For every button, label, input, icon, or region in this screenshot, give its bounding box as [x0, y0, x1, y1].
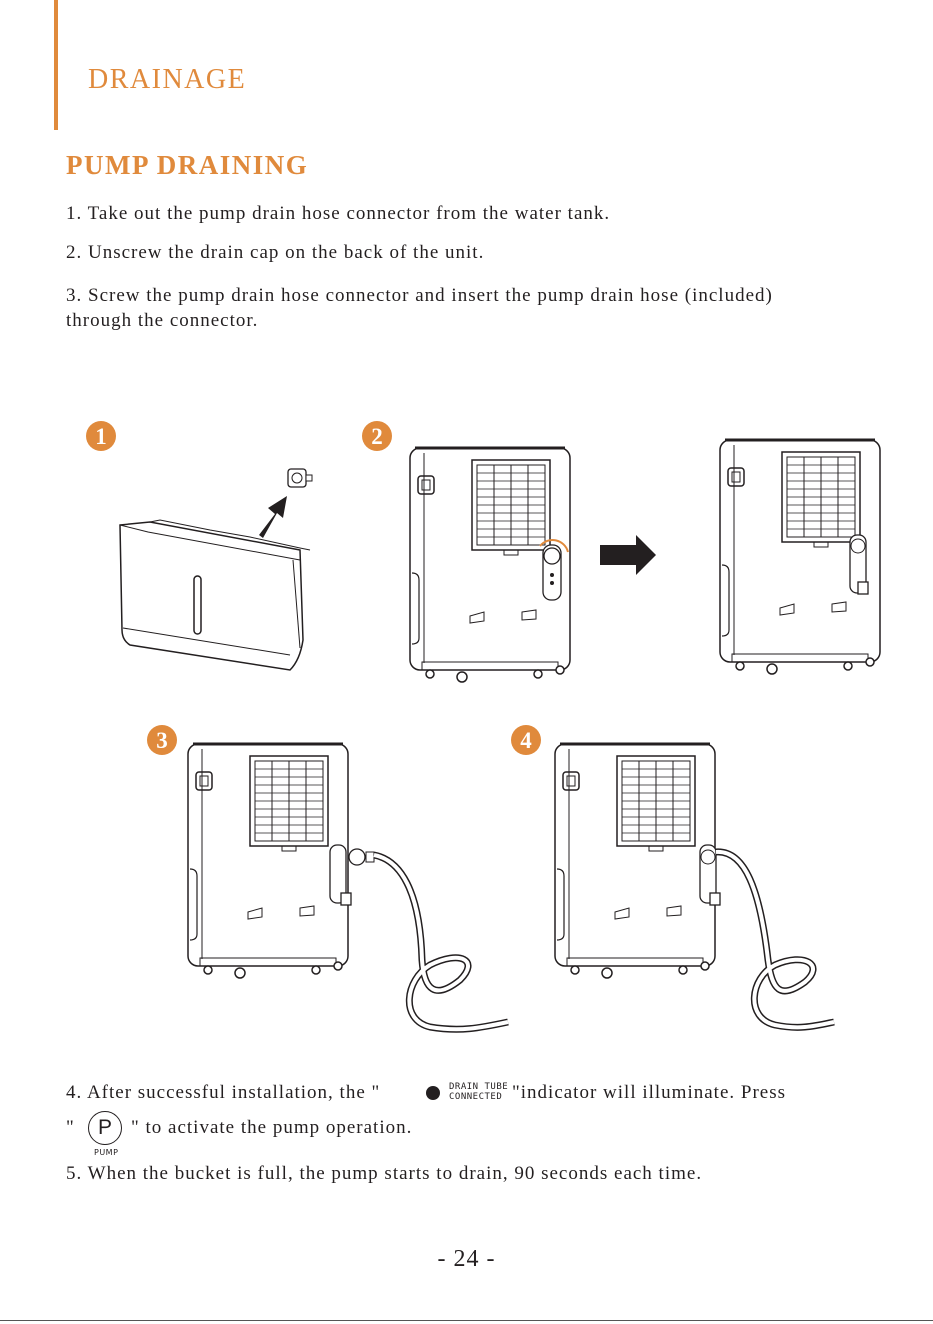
svg-text:3: 3	[156, 728, 168, 753]
up-right-arrow-icon	[259, 496, 287, 538]
dehumidifier-hose-insert	[188, 744, 348, 978]
step-4-pump-text: " to activate the pump operation.	[131, 1117, 413, 1138]
pump-button-label: PUMP	[94, 1148, 119, 1157]
section-title: DRAINAGE	[88, 64, 247, 95]
water-tank-illustration	[119, 468, 313, 671]
step-2: 2. Unscrew the drain cap on the back of …	[66, 242, 485, 263]
indicator-label-line2: CONNECTED	[449, 1092, 503, 1102]
subtitle: PUMP DRAINING	[66, 150, 309, 180]
svg-text:2: 2	[371, 424, 383, 449]
step-5: 5. When the bucket is full, the pump sta…	[66, 1163, 703, 1184]
step-3: 3. Screw the pump drain hose connector a…	[66, 285, 773, 306]
step-3-continued: through the connector.	[66, 310, 259, 331]
svg-text:1: 1	[95, 424, 107, 449]
step-badge-2: 2	[362, 421, 392, 451]
svg-text:4: 4	[520, 728, 532, 753]
step-badge-4: 4	[511, 725, 541, 755]
step-badge-3: 3	[147, 725, 177, 755]
illustration: 1 2 3 4	[86, 421, 933, 1033]
indicator-dot-icon	[426, 1086, 440, 1100]
indicator-label-line1: DRAIN TUBE	[449, 1082, 509, 1092]
step-4-text-end: "indicator will illuminate. Press	[512, 1082, 786, 1103]
pump-button-icon: P	[88, 1111, 122, 1145]
page-number: - 24 -	[437, 1246, 496, 1272]
drain-cap-icon	[539, 539, 569, 601]
accent-bar	[54, 0, 58, 130]
dehumidifier-hose-connected	[555, 744, 715, 978]
hose-connector-icon	[287, 468, 313, 488]
pump-quote-open: "	[66, 1117, 75, 1138]
step-1: 1. Take out the pump drain hose connecto…	[66, 203, 611, 224]
right-arrow-icon	[600, 535, 656, 575]
step-4-text-start: 4. After successful installation, the "	[66, 1082, 381, 1103]
bottom-rule	[0, 1320, 933, 1321]
step-badge-1: 1	[86, 421, 116, 451]
